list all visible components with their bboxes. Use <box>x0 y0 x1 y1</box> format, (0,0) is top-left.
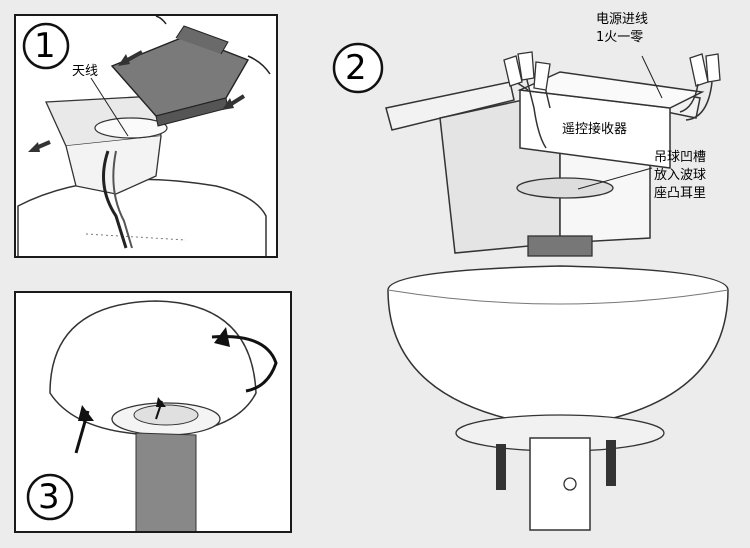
step-1-panel: 1 天线 <box>14 14 278 258</box>
groove-label-2: 放入波球 <box>654 168 707 183</box>
groove-leader <box>577 167 653 190</box>
step-1-illustration <box>17 16 271 256</box>
antenna-leader <box>90 77 129 137</box>
receiver-label: 遥控接收器 <box>562 122 628 137</box>
receiver-wire <box>247 55 271 75</box>
power-line-label-1: 电源进线 <box>596 12 649 27</box>
wire-nut-icon-4 <box>689 53 709 87</box>
wire-nut-icon-3 <box>533 61 551 91</box>
wire-nut-icon-5 <box>705 53 721 83</box>
step-1-circle-icon <box>22 22 70 70</box>
canopy-shell <box>387 265 729 429</box>
screw-icon-left <box>496 444 506 490</box>
down-rod-hole <box>563 477 577 491</box>
wire-nut-icon-1 <box>503 55 523 87</box>
wire-bundle-2 <box>112 150 133 249</box>
down-rod <box>529 437 591 531</box>
wire-2 <box>523 67 547 149</box>
groove-label-1: 吊球凹槽 <box>654 150 707 165</box>
down-rod <box>135 432 197 531</box>
power-line-leader <box>641 55 663 99</box>
arrow-icon-1 <box>118 54 130 66</box>
arrow-icon-3 <box>28 142 40 152</box>
bracket-wing-left <box>385 81 515 131</box>
canopy-shell <box>49 300 257 436</box>
step-2-circle-icon <box>332 42 384 94</box>
antenna-label: 天线 <box>72 64 99 79</box>
step-3-illustration <box>26 300 278 531</box>
supply-wire-2 <box>685 81 713 121</box>
wire-bundle <box>102 150 128 249</box>
receiver-top <box>175 25 229 55</box>
receiver-wire-2 <box>155 16 167 25</box>
arrow-icon-2 <box>222 98 234 110</box>
canopy-rim-line <box>387 289 729 305</box>
step-2-section: 2 电源进线 1火一零 遥控接收器 吊球凹槽 放入波球 座凸耳里 <box>310 8 740 540</box>
bracket-opening <box>94 117 168 139</box>
step-3-number: 3 <box>38 477 60 517</box>
step-1-number: 1 <box>34 26 56 66</box>
canopy-shell <box>17 178 267 256</box>
small-up-arrow-icon <box>156 397 166 407</box>
step-3-panel: 3 <box>14 291 292 533</box>
dotted-rim <box>85 233 187 241</box>
step-2-number: 2 <box>345 48 367 88</box>
groove-label-3: 座凸耳里 <box>654 186 707 201</box>
step-2-illustration <box>332 42 729 531</box>
power-line-label-2: 1火一零 <box>596 30 644 45</box>
canopy-groove <box>516 177 614 199</box>
canopy-center <box>133 404 199 426</box>
up-arrow-icon <box>78 405 94 421</box>
rotation-arrow-shaft <box>211 335 278 393</box>
supply-wire-1 <box>679 83 699 113</box>
screw-icon-right <box>606 440 616 486</box>
down-rod-top <box>527 235 593 257</box>
receiver-box <box>110 35 250 117</box>
rotate-arrow-icon <box>214 327 230 347</box>
wire-nut-icon-2 <box>517 51 535 81</box>
step-3-circle-icon <box>26 473 74 521</box>
